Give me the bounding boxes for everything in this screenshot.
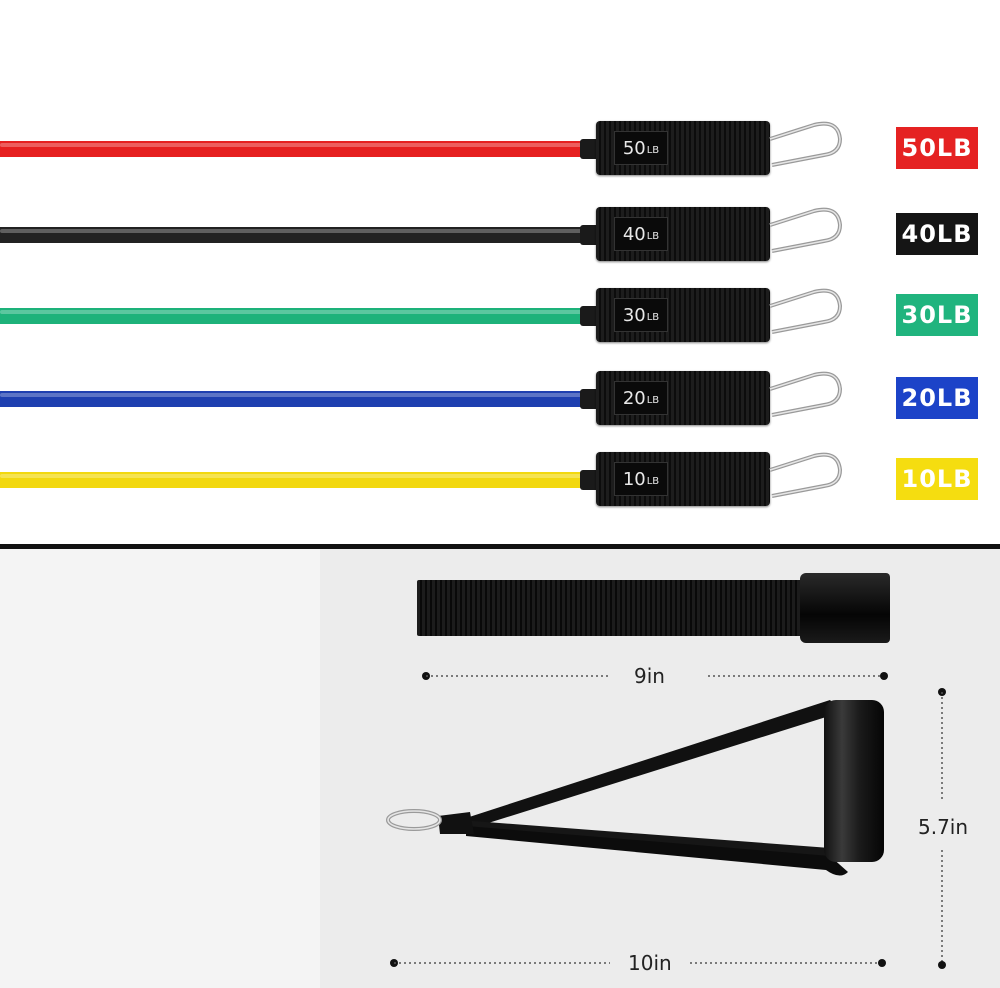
section-divider bbox=[0, 544, 1000, 549]
handle-height-label: 5.7in bbox=[918, 815, 969, 839]
band-tag-value: 40 bbox=[622, 223, 646, 245]
band-weight-label: 20LB bbox=[896, 377, 978, 419]
band-cord bbox=[0, 308, 600, 324]
blank-area bbox=[0, 549, 320, 988]
ankle-strap bbox=[417, 580, 837, 636]
band-tag-value: 50 bbox=[622, 137, 646, 159]
ankle-strap-cap bbox=[800, 573, 890, 643]
band-cord bbox=[0, 227, 600, 243]
band-cord bbox=[0, 472, 600, 488]
band-weight-label: 40LB bbox=[896, 213, 978, 255]
carabiner-clip-icon bbox=[769, 371, 843, 417]
carabiner-clip-icon bbox=[769, 452, 843, 498]
band-cord bbox=[0, 391, 600, 407]
band-tag-unit: LB bbox=[646, 475, 660, 487]
band-weight-label: 10LB bbox=[896, 458, 978, 500]
band-cord bbox=[0, 141, 600, 157]
band-tag-unit: LB bbox=[646, 230, 660, 242]
band-tag-unit: LB bbox=[646, 311, 660, 323]
band-tag-unit: LB bbox=[646, 144, 660, 156]
carabiner-clip-icon bbox=[769, 288, 843, 334]
band-tag-value: 20 bbox=[622, 387, 646, 409]
band-tag-value: 10 bbox=[622, 468, 646, 490]
carabiner-clip-icon bbox=[769, 121, 843, 167]
handle-width-label: 10in bbox=[628, 951, 672, 975]
band-tag-unit: LB bbox=[646, 394, 660, 406]
band-weight-label: 50LB bbox=[896, 127, 978, 169]
strap-length-label: 9in bbox=[634, 664, 665, 688]
handle-grip bbox=[824, 700, 884, 862]
carabiner-clip-icon bbox=[769, 207, 843, 253]
band-weight-label: 30LB bbox=[896, 294, 978, 336]
band-tag-value: 30 bbox=[622, 304, 646, 326]
